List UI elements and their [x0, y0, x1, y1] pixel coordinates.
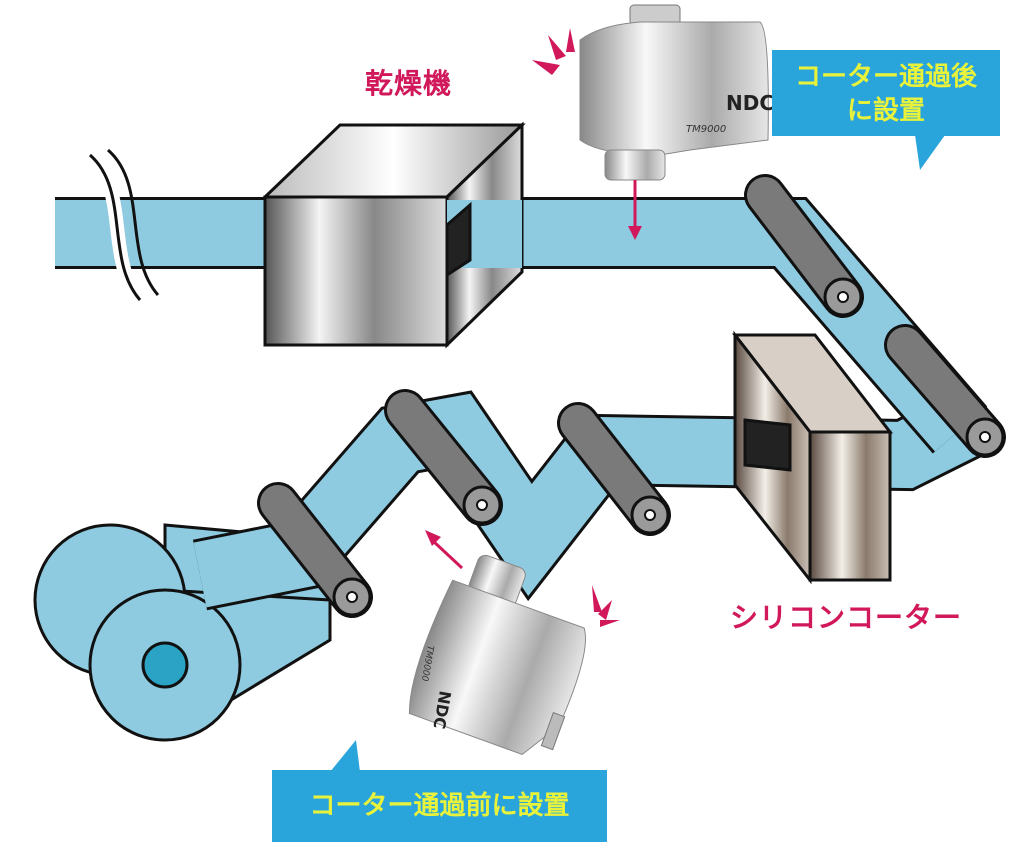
- signal-burst-icon: [592, 585, 620, 627]
- sensor-brand: NDC: [726, 91, 774, 115]
- sensor-model: TM9000: [686, 124, 726, 135]
- callout-before-coater: コーター通過前に設置: [272, 770, 607, 842]
- roller: [884, 324, 1006, 458]
- dryer-box: [261, 121, 526, 349]
- callout-text: コーター通過後: [794, 62, 977, 92]
- break-mark: [85, 148, 160, 305]
- sensor-after-coater: NDC TM9000: [579, 4, 774, 181]
- callout-tail: [330, 740, 360, 772]
- sensor-before-coater: NDC TM9000: [408, 554, 586, 756]
- dryer-label: 乾燥機: [365, 67, 453, 100]
- silicone-coater-label: シリコンコーター: [730, 601, 963, 634]
- roller: [744, 174, 864, 318]
- callout-tail: [915, 135, 945, 170]
- roller: [557, 402, 671, 536]
- signal-burst-icon: [532, 28, 575, 75]
- arrow-up-left-icon: [425, 530, 464, 570]
- roller: [384, 389, 503, 526]
- material-roll: [33, 523, 332, 742]
- silicone-coater: [731, 330, 894, 585]
- rollers: [257, 174, 1006, 618]
- callout-after-coater: コーター通過後 に設置: [772, 50, 1000, 136]
- arrow-down-icon: [628, 180, 642, 240]
- roller: [257, 482, 373, 618]
- callout-text: に設置: [846, 96, 925, 126]
